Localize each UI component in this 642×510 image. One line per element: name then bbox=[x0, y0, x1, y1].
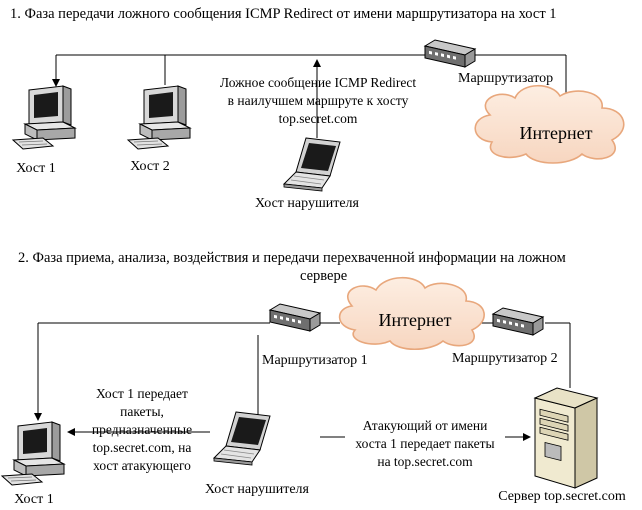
phase1-message-note: Ложное сообщение ICMP Redirect в наилучш… bbox=[220, 75, 416, 126]
phase2-left-note-line-1: Хост 1 передает bbox=[96, 386, 188, 401]
phase2-left-note-line-4: top.secret.com, на bbox=[93, 440, 192, 455]
phase2-host1-label: Хост 1 bbox=[14, 492, 53, 507]
phase2-left-note-line-3: предназначенные bbox=[92, 422, 192, 437]
phase2-server-label: Сервер top.secret.com bbox=[498, 489, 626, 504]
phase2-right-note: Атакующий от имени хоста 1 передает паке… bbox=[355, 418, 494, 469]
phase2-left-note: Хост 1 передает пакеты, предназначенные … bbox=[92, 386, 192, 473]
phase1-internet-label: Интернет bbox=[520, 123, 593, 143]
phase1-message-line-2: в наилучшем маршруте к хосту bbox=[228, 93, 409, 108]
phase2-attacker-laptop-icon bbox=[213, 411, 271, 466]
phase2-title-line-2: сервере bbox=[300, 268, 347, 284]
phase2-router1-label: Маршрутизатор 1 bbox=[262, 353, 368, 368]
phase1-message-line-3: top.secret.com bbox=[279, 111, 358, 126]
phase2-right-note-line-1: Атакующий от имени bbox=[363, 418, 488, 433]
phase2-internet-cloud bbox=[338, 277, 485, 351]
phase2-server-icon bbox=[534, 387, 598, 489]
phase1-attacker-label: Хост нарушителя bbox=[255, 196, 360, 211]
phase1-host1-label: Хост 1 bbox=[16, 161, 55, 176]
phase2-internet-label: Интернет bbox=[379, 310, 452, 330]
phase2-title-line-1: 2. Фаза приема, анализа, воздействия и п… bbox=[18, 250, 566, 266]
phase1-title: 1. Фаза передачи ложного сообщения ICMP … bbox=[10, 6, 557, 22]
phase2-router2-icon bbox=[492, 307, 544, 336]
phase1-network-lines bbox=[52, 54, 567, 138]
phase2-router2-label: Маршрутизатор 2 bbox=[452, 351, 558, 366]
phase1-host2-label: Хост 2 bbox=[130, 159, 169, 174]
phase2-network-lines bbox=[34, 322, 571, 441]
phase1-host2-icon bbox=[127, 85, 191, 150]
phase1-router-label: Маршрутизатор bbox=[458, 71, 553, 86]
phase2-right-note-line-2: хоста 1 передает пакеты bbox=[355, 436, 494, 451]
phase2-left-note-line-5: хост атакующего bbox=[93, 458, 191, 473]
phase1-internet-cloud bbox=[474, 84, 625, 164]
phase2-router1-icon bbox=[269, 303, 321, 332]
phase2-attacker-label: Хост нарушителя bbox=[205, 482, 310, 497]
phase1-message-line-1: Ложное сообщение ICMP Redirect bbox=[220, 75, 416, 90]
phase1-router-icon bbox=[424, 39, 476, 68]
phase1-attacker-laptop-icon bbox=[283, 137, 341, 192]
phase2-host1-icon bbox=[1, 421, 65, 486]
phase1-host1-icon bbox=[12, 85, 76, 150]
phase2-left-note-line-2: пакеты, bbox=[120, 404, 164, 419]
phase2-right-note-line-3: на top.secret.com bbox=[377, 454, 473, 469]
